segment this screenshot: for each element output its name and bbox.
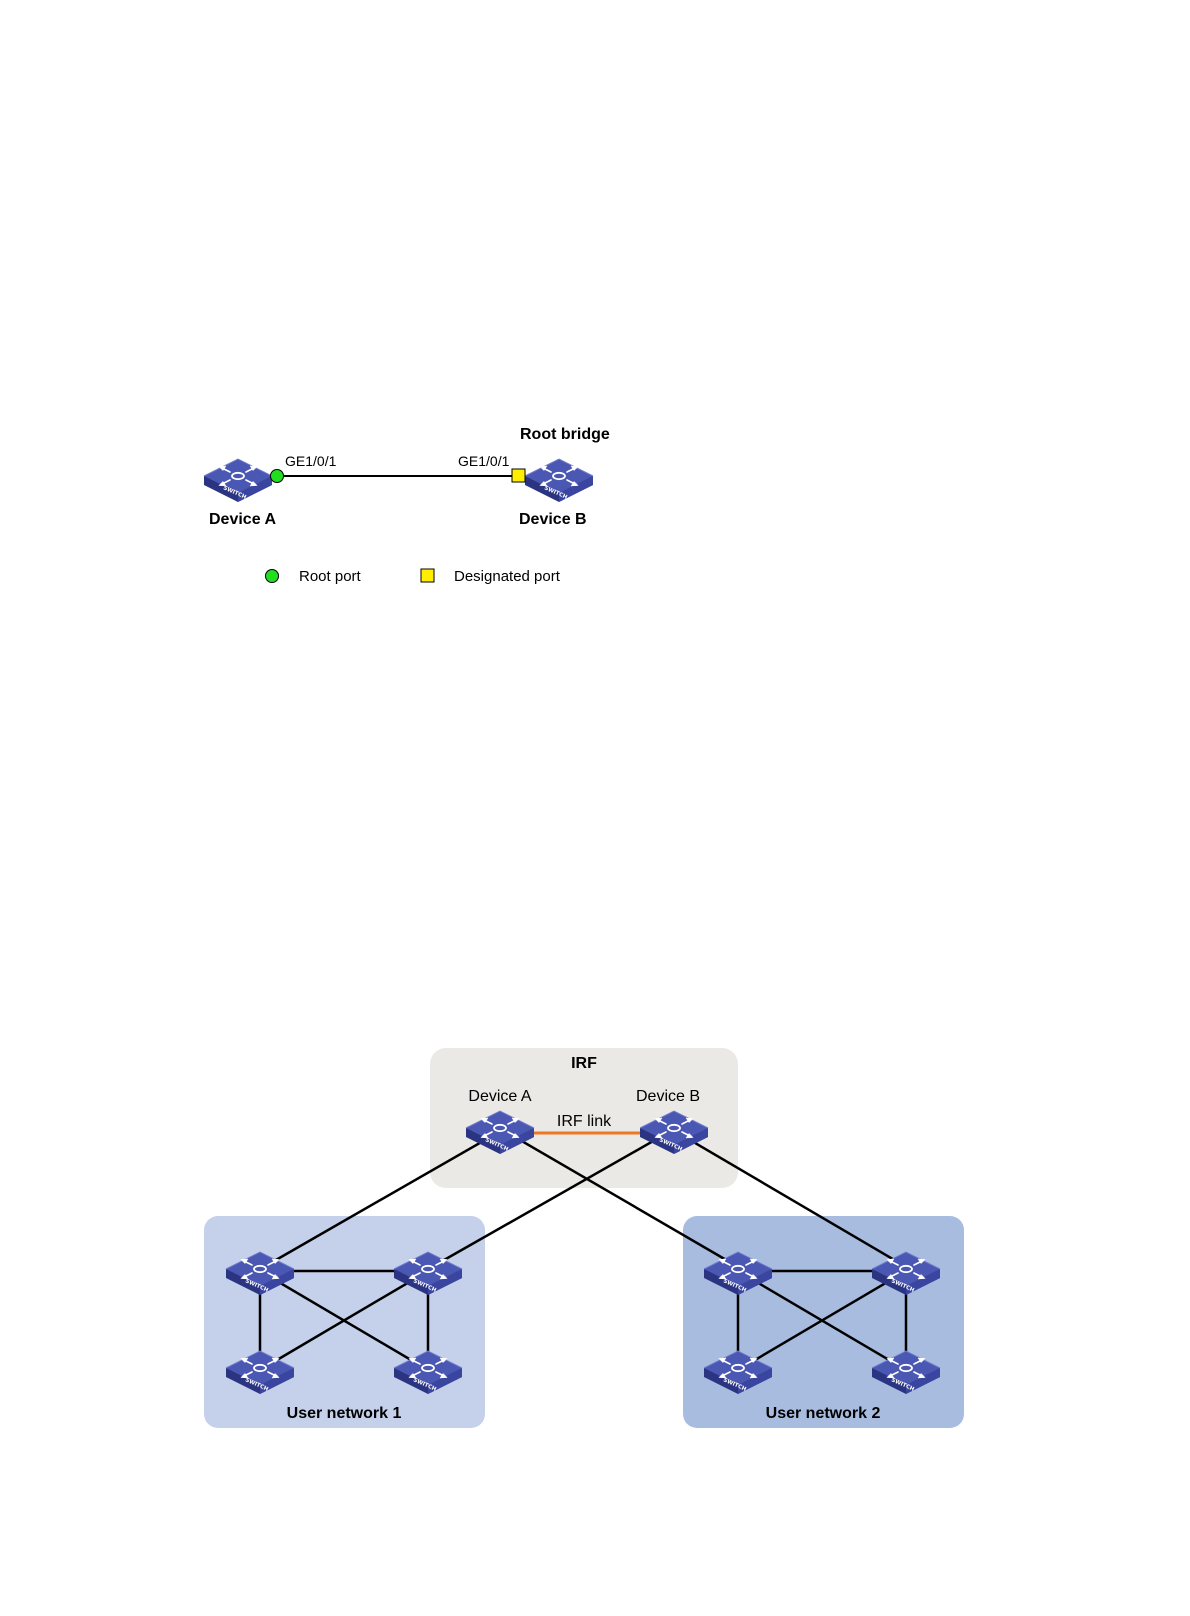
root-bridge-label: Root bridge — [520, 426, 610, 443]
device-a-label: Device A — [209, 511, 276, 528]
designated-port-marker — [512, 469, 525, 482]
user-network-1-label: User network 1 — [287, 1405, 402, 1422]
irf-diagram: IRF Device A Device B IRF link User netw… — [204, 1048, 964, 1428]
irf-title: IRF — [571, 1055, 597, 1072]
device-b-label: Device B — [519, 511, 587, 528]
irf-device-a-label: Device A — [468, 1088, 531, 1105]
irf-device-b-label: Device B — [636, 1088, 700, 1105]
device-a-switch-icon — [204, 459, 272, 502]
legend-designated-port-label: Designated port — [454, 568, 561, 585]
irf-link-label: IRF link — [557, 1113, 612, 1130]
legend: Root port Designated port — [266, 568, 561, 585]
user-network-2-label: User network 2 — [766, 1405, 881, 1422]
device-b-port-label: GE1/0/1 — [458, 453, 510, 469]
device-a-port-label: GE1/0/1 — [285, 453, 337, 469]
device-b-switch-icon — [525, 459, 593, 502]
legend-root-port-icon — [266, 570, 279, 583]
stp-diagram: Root bridge GE1/0/1 GE1/0/1 Device A Dev… — [204, 426, 610, 585]
root-port-marker — [271, 470, 284, 483]
legend-designated-port-icon — [421, 569, 434, 582]
legend-root-port-label: Root port — [299, 568, 362, 585]
